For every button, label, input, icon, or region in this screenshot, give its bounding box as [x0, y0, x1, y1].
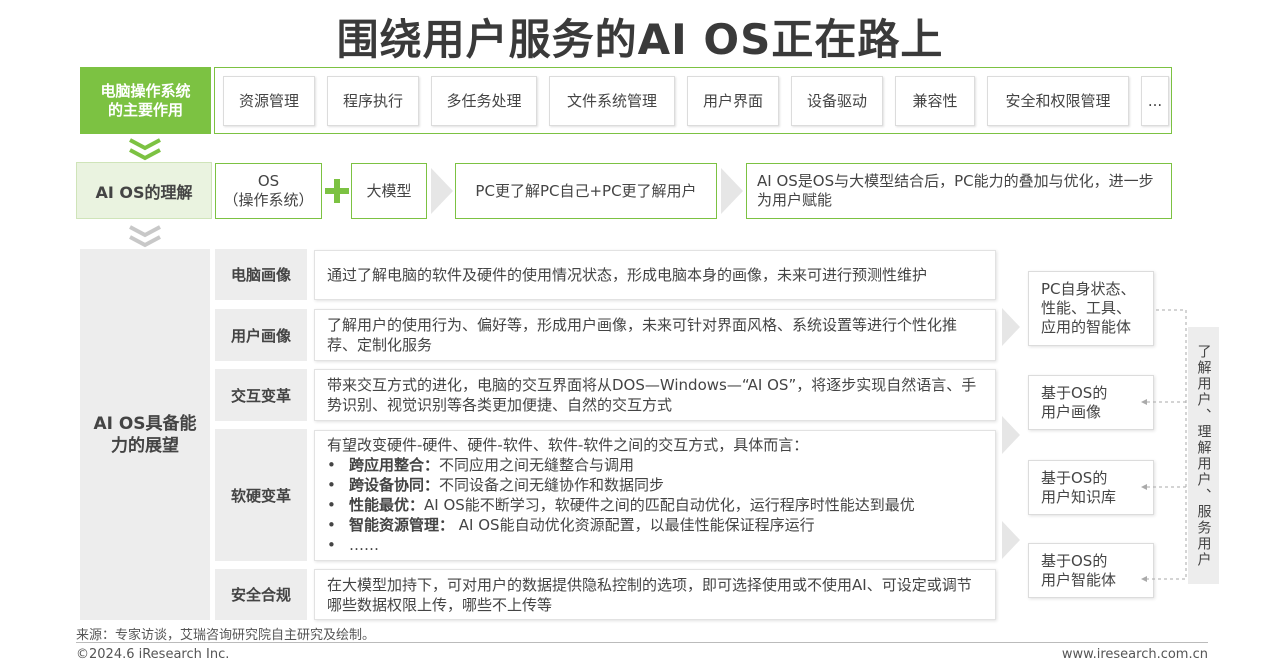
- function-item: 设备驱动: [791, 75, 883, 126]
- footer-divider: [76, 642, 1208, 643]
- chevron-down-icon: [129, 225, 161, 248]
- outcome-line: 用户知识库: [1041, 487, 1117, 506]
- copyright: ©2024.6 iResearch Inc.: [76, 647, 230, 662]
- website-url: www.iresearch.com.cn: [1061, 647, 1208, 662]
- description-pc-portrait: 通过了解电脑的软件及硬件的使用情况状态，形成电脑本身的画像，未来可进行预测性维护: [314, 250, 996, 300]
- large-model-box: 大模型: [351, 163, 427, 219]
- function-item: 安全和权限管理: [987, 75, 1129, 126]
- bullet-text: ……: [349, 536, 379, 554]
- bullet-bold: 智能资源管理：: [349, 516, 455, 534]
- plus-icon: [325, 179, 349, 203]
- category-pc-portrait: 电脑画像: [215, 249, 307, 300]
- list-item: •跨应用整合：不同应用之间无缝整合与调用: [327, 456, 635, 474]
- outcome-user-portrait: 基于OS的 用户画像: [1028, 375, 1154, 430]
- list-item: •智能资源管理： AI OS能自动优化资源配置，以最佳性能保证程序运行: [327, 516, 815, 534]
- category-interaction: 交互变革: [215, 369, 307, 421]
- outcome-line: 应用的智能体: [1041, 318, 1132, 336]
- function-item: 文件系统管理: [549, 75, 675, 126]
- connector-lines: [1141, 309, 1187, 582]
- outcome-line: 用户画像: [1041, 402, 1102, 421]
- outcome-line: 基于OS的: [1041, 383, 1108, 402]
- description-user-portrait: 了解用户的使用行为、偏好等，形成用户画像，未来可针对界面风格、系统设置等进行个性…: [314, 309, 996, 361]
- arrow-right-icon: [721, 168, 743, 214]
- function-item: 程序执行: [327, 75, 419, 126]
- outcome-line: 性能、工具、: [1041, 299, 1132, 317]
- os-role-label-line1: 电脑操作系统: [100, 81, 191, 100]
- page-title: 围绕用户服务的AI OS正在路上: [336, 15, 944, 64]
- outcome-line: 基于OS的: [1041, 551, 1108, 570]
- function-item: 多任务处理: [431, 75, 537, 126]
- ai-os-outlook-label-line2: 力的展望: [110, 435, 179, 456]
- source-note: 来源：专家访谈，艾瑞咨询研究院自主研究及绘制。: [76, 628, 376, 643]
- function-item: 兼容性: [895, 75, 975, 126]
- os-box-line2: （操作系统）: [223, 191, 314, 209]
- outcome-line: 用户智能体: [1041, 570, 1117, 589]
- arrow-right-icon: [1002, 308, 1020, 346]
- bullet-text: 不同设备之间无缝协作和数据同步: [439, 476, 665, 494]
- ai-os-understanding-label: AI OS的理解: [76, 162, 212, 219]
- os-functions-box: 资源管理 程序执行 多任务处理 文件系统管理 用户界面 设备驱动 兼容性 安全和…: [214, 67, 1172, 134]
- description-intro: 有望改变硬件-硬件、硬件-软件、软件-软件之间的交互方式，具体而言：: [327, 436, 809, 454]
- list-item: •……: [327, 536, 379, 554]
- list-item: •性能最优：AI OS能不断学习，软硬件之间的匹配自动优化，运行程序时性能达到最…: [327, 496, 915, 514]
- bullet-bold: 跨应用整合：: [349, 456, 440, 474]
- outcome-user-knowledge: 基于OS的 用户知识库: [1028, 460, 1154, 515]
- arrow-right-icon: [1002, 521, 1020, 559]
- description-text: 了解用户的使用行为、偏好等，形成用户画像，未来可针对界面风格、系统设置等进行个性…: [327, 316, 958, 354]
- description-security: 在大模型加持下，可对用户的数据提供隐私控制的选项，即可选择使用或不使用AI、可设…: [314, 569, 996, 620]
- category-user-portrait: 用户画像: [215, 309, 307, 361]
- os-role-label-line2: 的主要作用: [107, 100, 183, 119]
- description-text: 带来交互方式的进化，电脑的交互界面将从DOS—Windows—“AI OS”，将…: [327, 376, 977, 414]
- outcome-user-agent: 基于OS的 用户智能体: [1028, 543, 1154, 598]
- description-hardware-software: 有望改变硬件-硬件、硬件-软件、软件-软件之间的交互方式，具体而言： •跨应用整…: [314, 430, 996, 561]
- outcome-line: PC自身状态、: [1041, 280, 1136, 298]
- function-item: 用户界面: [687, 75, 779, 126]
- outcome-pc-agent: PC自身状态、 性能、工具、 应用的智能体: [1028, 271, 1154, 346]
- function-item: 资源管理: [223, 75, 315, 126]
- bullet-text: AI OS能不断学习，软硬件之间的匹配自动优化，运行程序时性能达到最优: [424, 496, 915, 514]
- pc-understanding-box: PC更了解PC自己+PC更了解用户: [455, 163, 717, 219]
- category-security: 安全合规: [215, 569, 307, 620]
- ai-os-outlook-label: AI OS具备能 力的展望: [80, 249, 210, 620]
- os-box-line1: OS: [257, 172, 280, 190]
- user-service-side-label: 了解用户、理解用户、服务用户: [1188, 327, 1219, 584]
- os-box: OS （操作系统）: [215, 163, 322, 219]
- chevron-down-icon: [129, 138, 161, 161]
- bullet-bold: 性能最优：: [349, 496, 425, 514]
- description-text: 通过了解电脑的软件及硬件的使用情况状态，形成电脑本身的画像，未来可进行预测性维护: [327, 266, 928, 284]
- function-item: ...: [1141, 75, 1169, 126]
- ai-os-outlook-label-line1: AI OS具备能: [93, 413, 197, 434]
- bullet-text: 不同应用之间无缝整合与调用: [439, 456, 635, 474]
- bullet-text: AI OS能自动优化资源配置，以最佳性能保证程序运行: [454, 516, 815, 534]
- description-interaction: 带来交互方式的进化，电脑的交互界面将从DOS—Windows—“AI OS”，将…: [314, 369, 996, 421]
- arrow-right-icon: [431, 168, 453, 214]
- os-role-label: 电脑操作系统 的主要作用: [80, 67, 211, 134]
- side-label-text: 了解用户、理解用户、服务用户: [1195, 343, 1212, 568]
- description-text: 在大模型加持下，可对用户的数据提供隐私控制的选项，即可选择使用或不使用AI、可设…: [327, 575, 972, 614]
- arrow-right-icon: [1002, 416, 1020, 454]
- outcome-line: 基于OS的: [1041, 468, 1108, 487]
- ai-os-conclusion-box: AI OS是OS与大模型结合后，PC能力的叠加与优化，进一步为用户赋能: [746, 163, 1172, 219]
- list-item: •跨设备协同：不同设备之间无缝协作和数据同步: [327, 476, 665, 494]
- category-hardware-software: 软硬变革: [215, 429, 307, 561]
- bullet-bold: 跨设备协同：: [349, 476, 440, 494]
